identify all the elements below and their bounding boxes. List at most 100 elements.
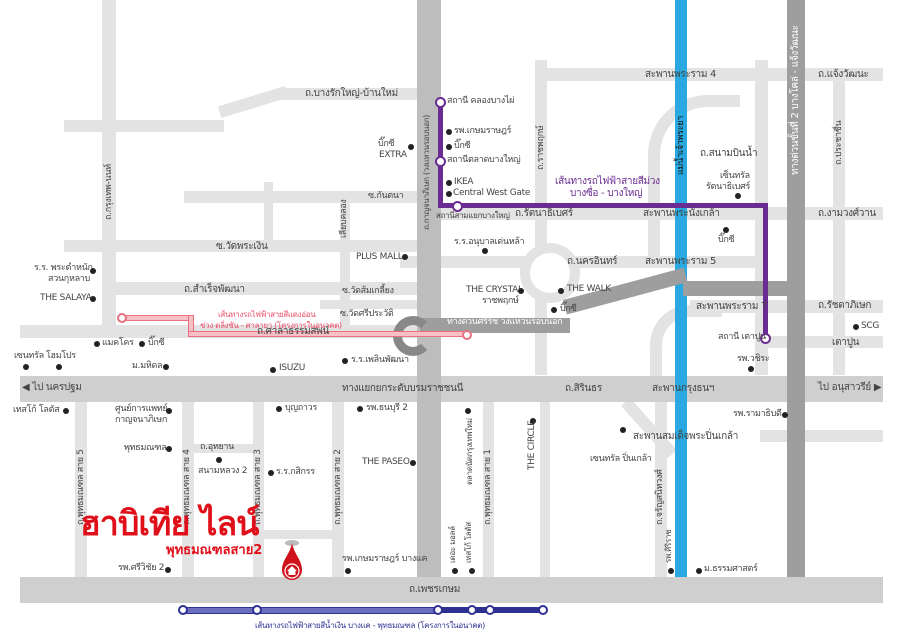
- place-dot: [782, 412, 788, 418]
- station-pink-end[interactable]: [462, 330, 472, 340]
- place-label: รพ.วชิระ: [737, 354, 770, 364]
- road-label: ซ.กันตนา: [368, 191, 404, 201]
- road-label: ถ.ศาลาธรรมสพน์: [257, 326, 330, 337]
- place-dot: [853, 324, 859, 330]
- purple-line-label: เส้นทางรถไฟฟ้าสายสีม่วง: [555, 176, 660, 187]
- place-dot: [620, 427, 626, 433]
- place-label: ม.มหิดล: [132, 361, 163, 371]
- road-pinklao-diag: [621, 398, 677, 459]
- place-label: เทสโก้ โลตัส: [464, 522, 473, 563]
- place-label: รพ.ศรีวิชัย 2: [118, 563, 165, 573]
- station-label: สถานี เตาปูน: [718, 332, 766, 342]
- place-label: ศูนย์การแพทย์: [115, 404, 168, 414]
- purple-line-sublabel: บางซื่อ - บางใหญ่: [570, 188, 643, 199]
- station-sam-yaek[interactable]: [452, 201, 463, 212]
- road-krungthep-non: [102, 0, 116, 330]
- place-dot: [216, 457, 222, 463]
- road-kantana: [184, 191, 418, 203]
- place-label: รพ.เกษมราษฎร์ บางแค: [342, 554, 428, 564]
- road-taopoon: [760, 336, 883, 348]
- road-bangrak-diag: [217, 86, 289, 118]
- place-dot: [410, 460, 416, 466]
- place-dot: [90, 268, 96, 274]
- place-label: ร.ร. พระตำหนัก: [34, 263, 93, 273]
- arrow-left-icon: ◀: [22, 382, 33, 393]
- road-pinklao: [760, 430, 883, 442]
- place-label: SCG: [861, 321, 880, 331]
- station-blue[interactable]: [538, 605, 548, 615]
- arrow-right-icon: ▶: [870, 382, 882, 393]
- place-dot: [723, 227, 729, 233]
- road-label: ซ.วัดพระเงิน: [216, 241, 268, 252]
- place-dot: [482, 248, 488, 254]
- place-dot: [345, 568, 351, 574]
- pink-line-sublabel: ช่วง ตลิ่งชัน - ศาลายา (โครงการในอนาคต): [200, 321, 342, 330]
- place-label: THE PASEO: [362, 457, 410, 467]
- road-wat-som: [320, 300, 418, 309]
- station-blue[interactable]: [178, 605, 188, 615]
- to-nakhon-pathom[interactable]: ◀ ไป นครปฐม: [22, 382, 82, 393]
- road-label: ถ.พุทธมณฑล สาย 2: [333, 449, 343, 525]
- road-pm3: [253, 401, 264, 577]
- place-label: สวนกุหลาบ: [48, 274, 90, 284]
- place-dot: [668, 568, 674, 574]
- station-blue[interactable]: [467, 605, 477, 615]
- road-interchange: [20, 376, 883, 402]
- purple-line-v: [438, 101, 443, 208]
- road-v1: [340, 191, 350, 336]
- place-label: THE SALAYA: [40, 293, 92, 303]
- place-label: บิ๊กซี: [148, 338, 165, 348]
- road-prachachuen: [833, 70, 845, 375]
- station-label: สถานีตลาดบางใหญ่: [447, 155, 521, 165]
- place-label: ร.ร.กสิกรร: [276, 467, 315, 477]
- road-label: เตาปูน: [832, 337, 860, 348]
- station-khlong-bang-phai[interactable]: [435, 97, 446, 108]
- place-dot: [139, 341, 145, 347]
- place-label: THE WALK: [567, 284, 611, 294]
- place-label: บิ๊กซี: [454, 141, 471, 151]
- road-pm5: [75, 401, 87, 577]
- road-bangrak-w: [64, 120, 224, 132]
- station-blue[interactable]: [252, 605, 262, 615]
- place-dot: [23, 364, 29, 370]
- station-pink-salaya[interactable]: [117, 313, 127, 323]
- place-dot: [469, 568, 475, 574]
- road-label: ทางแยกยกระดับบรมราชชนนี: [342, 383, 464, 394]
- road-label: เลียบคลอง: [339, 199, 349, 238]
- place-label: Central West Gate: [453, 188, 531, 198]
- place-label: THE CRYSTAL: [466, 285, 523, 295]
- road-charan: [655, 401, 667, 577]
- pink-line-label: เส้นทางรถไฟฟ้าสายสีแดงอ่อน: [218, 310, 316, 319]
- place-label: ม.ธรรมศาสตร์: [704, 564, 758, 574]
- station-taopoon[interactable]: [760, 333, 771, 344]
- place-label: บิ๊กซี: [378, 139, 395, 149]
- place-dot: [446, 180, 452, 186]
- place-label: บิ๊กซี: [560, 304, 577, 314]
- road-label: ถ.กาญจนาภิเษก (วงแหวนรอบนอก): [422, 114, 431, 230]
- station-blue[interactable]: [433, 605, 443, 615]
- place-dot: [270, 367, 276, 373]
- place-label: ราชพฤกษ์: [482, 296, 519, 306]
- place-label: รพ.รามาธิบดี: [733, 409, 782, 419]
- blue-line-future: [182, 607, 439, 614]
- station-blue[interactable]: [485, 605, 495, 615]
- place-dot: [465, 408, 471, 414]
- expressway-sirat-e: [683, 281, 787, 296]
- road-label: แม่น้ำเจ้าพระยา: [676, 116, 686, 175]
- station-talad-bang-yai[interactable]: [435, 156, 446, 167]
- place-dot: [94, 341, 100, 347]
- place-dot: [530, 418, 536, 424]
- place-label: กาญจนาภิเษก: [115, 415, 168, 425]
- home-pin-icon[interactable]: [280, 540, 304, 580]
- road-label: ถ.พุทธมณฑล สาย 1: [483, 449, 493, 525]
- place-dot: [558, 288, 564, 294]
- road-utthayan: [188, 444, 256, 453]
- road-label: ถ.แจ้งวัฒนะ: [818, 69, 869, 80]
- road-label: สะพานกรุงธนฯ: [652, 383, 715, 394]
- brand-name: ฮาบิเทีย ไลน์: [80, 504, 259, 544]
- road-label: สะพานพระราม 4: [645, 69, 717, 80]
- road-bangrak-e: [282, 88, 418, 100]
- to-victory-monument[interactable]: ไป อนุสาวรีย์ ▶: [818, 382, 882, 393]
- place-dot: [518, 288, 524, 294]
- place-dot: [165, 567, 171, 573]
